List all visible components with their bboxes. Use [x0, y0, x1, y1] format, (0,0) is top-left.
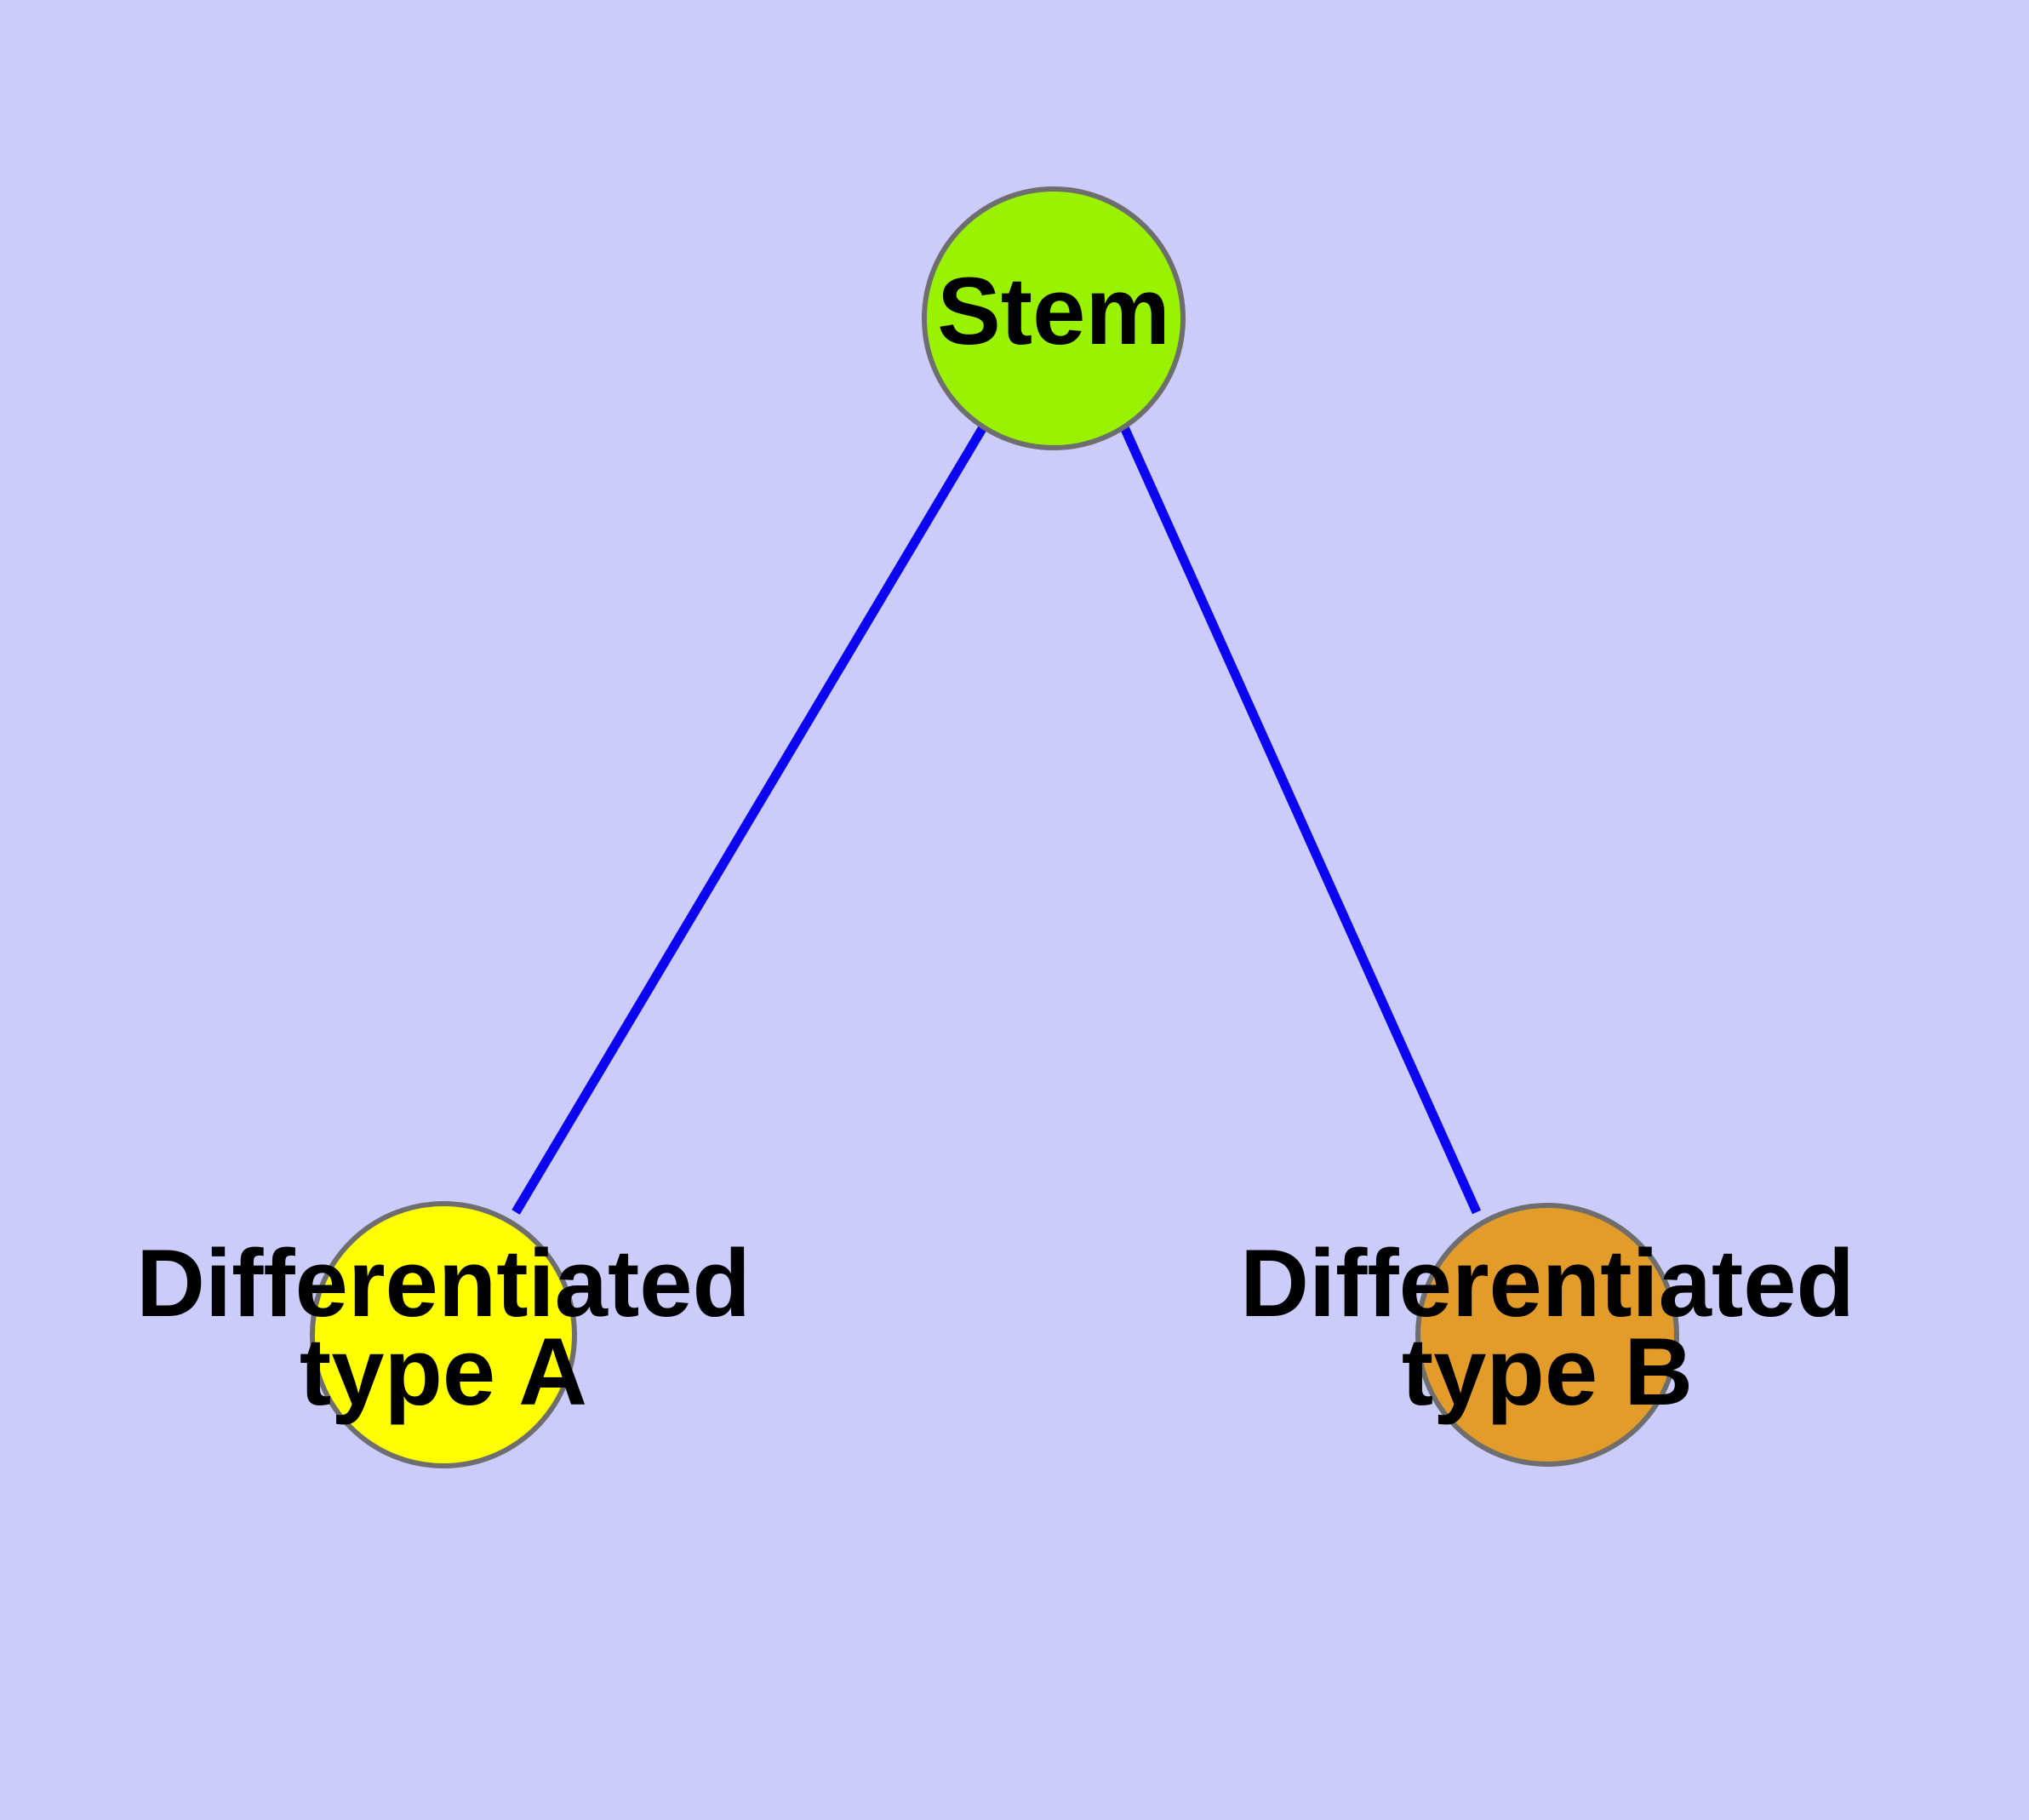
node-stem-label: Stem: [937, 258, 1170, 364]
node-stem[interactable]: Stem: [922, 186, 1186, 450]
node-stem-circle[interactable]: [922, 186, 1186, 450]
edge-stem-to-differentiated-type-b[interactable]: [1119, 425, 1482, 1215]
edge-layer: [512, 425, 1482, 1215]
edge-stem-to-differentiated-type-a[interactable]: [512, 425, 987, 1215]
node-differentiated-type-b-circle[interactable]: [1415, 1203, 1679, 1467]
node-differentiated-type-a-circle[interactable]: [310, 1201, 577, 1468]
